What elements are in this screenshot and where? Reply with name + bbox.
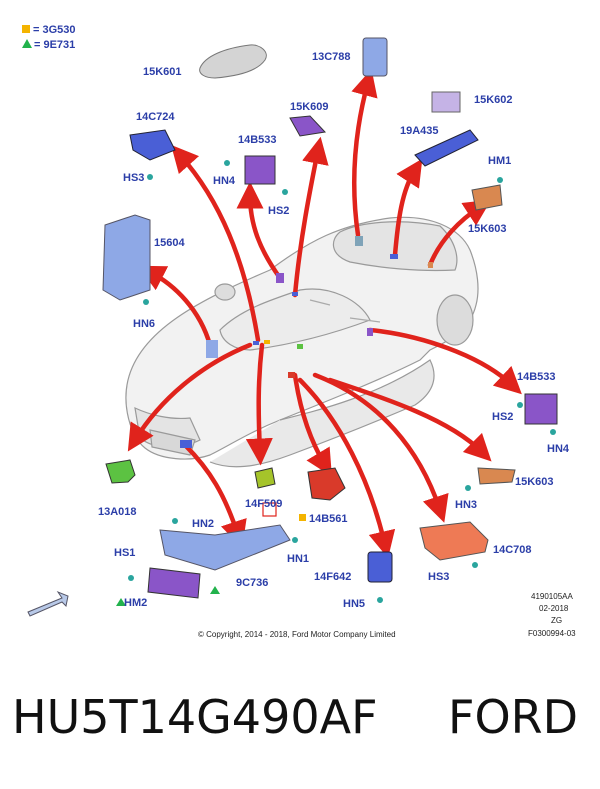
- ref-date: 02-2018: [539, 604, 569, 613]
- label-hn5: HN5: [343, 598, 365, 610]
- label-15k603-top: 15K603: [468, 223, 507, 235]
- label-14f509: 14F509: [245, 498, 282, 510]
- label-hs2-right: HS2: [492, 411, 513, 423]
- legend-text: = 9E731: [34, 39, 76, 51]
- label-15k609: 15K609: [290, 101, 329, 113]
- label-19a435: 19A435: [400, 125, 439, 137]
- label-15k601: 15K601: [143, 66, 182, 78]
- brand-name: FORD: [448, 690, 579, 744]
- legend-item-3g530: = 3G530: [22, 24, 76, 36]
- parts-diagram: 15K601 13C788 15K602 14C724 15K609 19A43…: [27, 37, 576, 639]
- label-hs1: HS1: [114, 547, 135, 559]
- label-14b533-right: 14B533: [517, 371, 556, 383]
- label-hm1: HM1: [488, 155, 511, 167]
- label-15604: 15604: [154, 237, 185, 249]
- label-hn2: HN2: [192, 518, 214, 530]
- label-hs2-top: HS2: [268, 205, 289, 217]
- label-hn1: HN1: [287, 553, 309, 565]
- callout-labels: 15K601 13C788 15K602 14C724 15K609 19A43…: [98, 51, 570, 610]
- label-hn4-top: HN4: [213, 175, 236, 187]
- label-15k603-right: 15K603: [515, 476, 554, 488]
- label-13c788: 13C788: [312, 51, 351, 63]
- arrows: [127, 68, 522, 559]
- car-markers: [180, 236, 433, 448]
- ref-zone: ZG: [551, 616, 562, 625]
- copyright-text: © Copyright, 2014 - 2018, Ford Motor Com…: [198, 630, 396, 639]
- label-14c708: 14C708: [493, 544, 532, 556]
- part-number: HU5T14G490AF: [12, 690, 378, 744]
- label-hn4-right: HN4: [547, 443, 570, 455]
- label-14f642: 14F642: [314, 571, 351, 583]
- legend-item-9e731: = 9E731: [22, 39, 75, 51]
- ref-figure: F0300994-03: [528, 629, 576, 638]
- label-14b561: 14B561: [309, 513, 348, 525]
- legend-text: = 3G530: [33, 24, 76, 36]
- triangle-icon: [22, 39, 32, 48]
- label-15k602: 15K602: [474, 94, 513, 106]
- ref-code: 4190105AA: [531, 592, 573, 601]
- label-9c736: 9C736: [236, 577, 268, 589]
- label-14b533-top: 14B533: [238, 134, 277, 146]
- label-hn3: HN3: [455, 499, 477, 511]
- label-hs3-bottom: HS3: [428, 571, 449, 583]
- reference-codes: 4190105AA 02-2018 ZG F0300994-03: [528, 592, 576, 638]
- parts: [27, 37, 558, 617]
- label-hs3-top: HS3: [123, 172, 144, 184]
- label-14c724: 14C724: [136, 111, 175, 123]
- label-hn6: HN6: [133, 318, 155, 330]
- square-icon: [22, 25, 30, 33]
- label-13a018: 13A018: [98, 506, 137, 518]
- label-hm2: HM2: [124, 597, 147, 609]
